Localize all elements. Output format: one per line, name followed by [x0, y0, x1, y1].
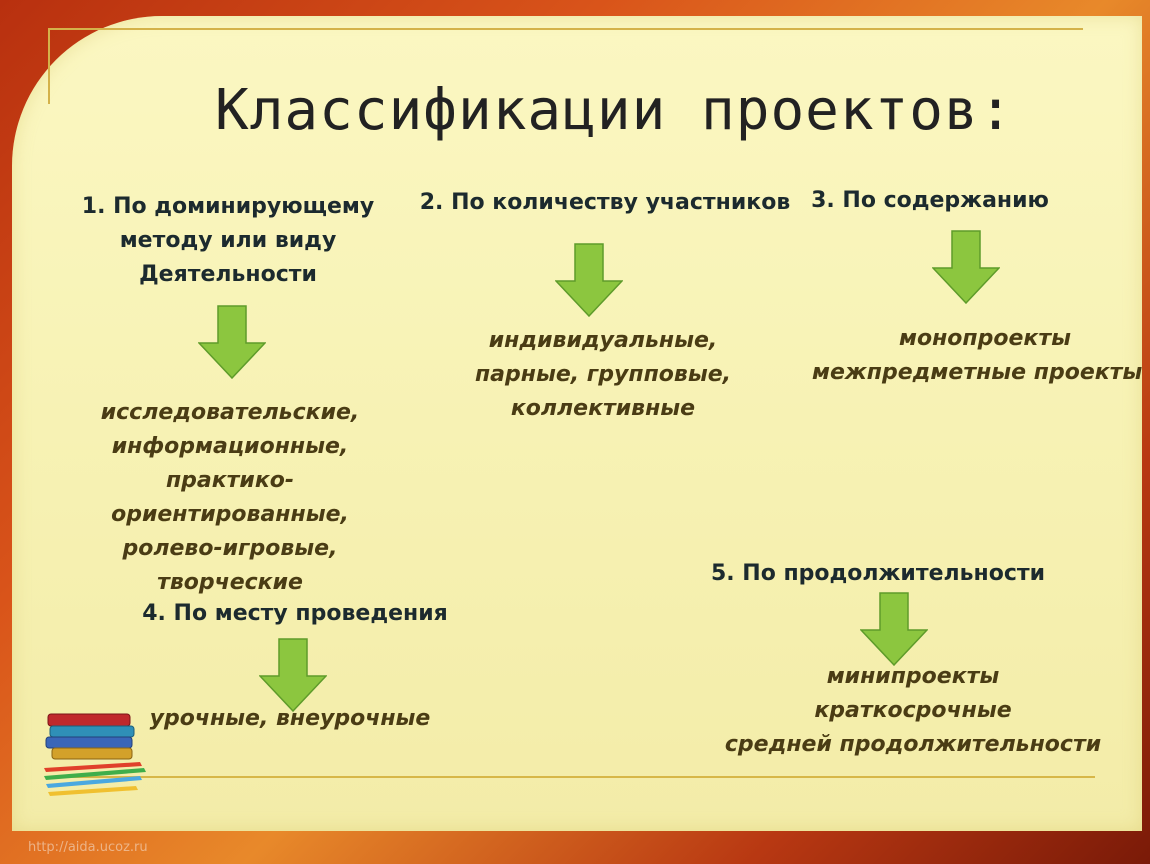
group-1-heading-line: методу или виду: [119, 228, 337, 253]
list-item: межпредметные проекты: [812, 360, 1143, 385]
group-1-heading: 1. По доминирующему методу или виду Деят…: [78, 190, 378, 292]
group-1-items: исследовательские, информационные, практ…: [80, 396, 380, 600]
footer-url: http://aida.ucoz.ru: [28, 840, 148, 855]
list-item: урочные, внеурочные: [149, 706, 431, 731]
group-1-heading-line: 1. По доминирующему: [81, 194, 375, 219]
group-4-items: урочные, внеурочные: [140, 702, 440, 736]
down-arrow-icon: [198, 305, 266, 379]
books-icon: [44, 713, 146, 796]
list-item: ролево-игровые,: [122, 536, 338, 561]
list-item: творческие: [157, 570, 303, 595]
list-item: практико-: [165, 468, 295, 493]
list-item: парные, групповые,: [474, 362, 732, 387]
down-arrow-icon: [860, 592, 928, 666]
group-5-items: минипроекты краткосрочные средней продол…: [700, 660, 1126, 762]
decorative-bottom-line: [55, 776, 1095, 778]
group-4-heading: 4. По месту проведения: [135, 597, 455, 631]
group-3-items: монопроекты межпредметные проекты: [812, 322, 1148, 390]
list-item: краткосрочные: [814, 698, 1012, 723]
list-item: информационные,: [111, 434, 349, 459]
list-item: коллективные: [510, 396, 696, 421]
down-arrow-icon: [555, 243, 623, 317]
list-item: минипроекты: [826, 664, 1000, 689]
group-2-items: индивидуальные, парные, групповые, колле…: [453, 324, 753, 426]
group-1-heading-line: Деятельности: [139, 262, 317, 287]
decorative-left-line: [48, 28, 50, 104]
list-item: индивидуальные,: [488, 328, 718, 353]
list-item: исследовательские,: [100, 400, 360, 425]
slide-panel: [12, 16, 1142, 831]
decorative-top-line: [48, 28, 1083, 30]
group-4-heading-line: 4. По месту проведения: [142, 601, 448, 626]
group-3-heading-line: 3. По содержанию: [811, 188, 1049, 213]
down-arrow-icon: [259, 638, 327, 712]
list-item: монопроекты: [899, 326, 1071, 351]
list-item: ориентированные,: [111, 502, 349, 527]
slide-title: Классификации проектов:: [215, 78, 1014, 143]
down-arrow-icon: [932, 230, 1000, 304]
group-3-heading: 3. По содержанию: [805, 184, 1055, 218]
group-2-heading-line: 2. По количеству участников: [419, 190, 791, 215]
group-2-heading: 2. По количеству участников: [405, 186, 805, 220]
group-5-heading-line: 5. По продолжительности: [710, 561, 1046, 586]
list-item: средней продолжительности: [724, 732, 1102, 757]
group-5-heading: 5. По продолжительности: [700, 557, 1056, 591]
